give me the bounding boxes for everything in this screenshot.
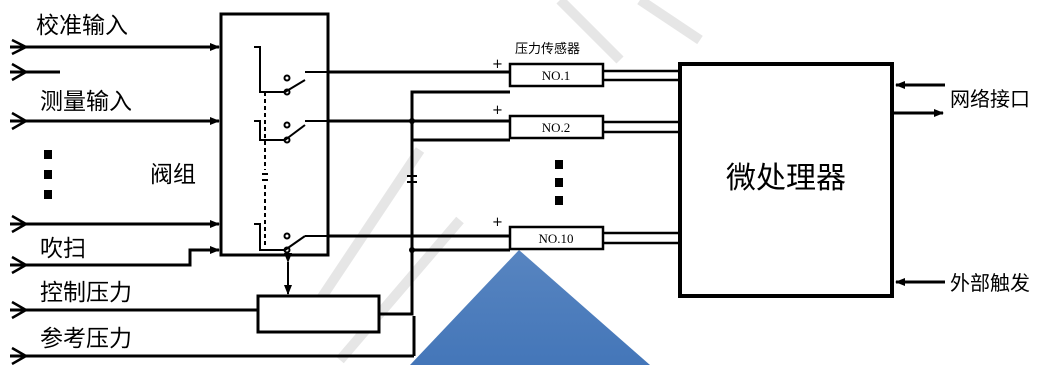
sensor-1-label: NO.1 <box>542 68 571 83</box>
network-arrows <box>892 81 945 117</box>
reference-pressure-label: 参考压力 <box>40 326 132 352</box>
sensor-1-plus: + <box>492 57 503 72</box>
sensor-1-minus: — <box>488 85 501 100</box>
sensor-10: NO.10 + — <box>488 215 605 258</box>
measurement-input-label: 测量输入 <box>40 89 132 115</box>
pressure-controller-box <box>256 294 381 334</box>
sensor-feed-lines <box>328 70 510 356</box>
sensor-1: NO.1 + — <box>488 57 605 100</box>
reference-junctions <box>409 118 415 253</box>
network-interface-label: 网络接口 <box>950 87 1030 111</box>
sensor-2-label: NO.2 <box>542 120 571 135</box>
input-lines <box>10 43 414 358</box>
control-pressure-label: 控制压力 <box>40 280 132 306</box>
reference-break <box>407 175 417 183</box>
watermark-triangle <box>410 250 650 365</box>
valve-group-label: 阀组 <box>150 162 196 188</box>
sensor-2-minus: — <box>488 132 501 147</box>
sensor-10-label: NO.10 <box>538 231 573 246</box>
sensor-bus-lines <box>603 69 680 245</box>
sensor-title: 压力传感器 <box>515 41 580 57</box>
left-ellipsis <box>44 150 52 199</box>
purge-label: 吹扫 <box>40 236 86 262</box>
processor-box <box>678 62 894 298</box>
external-trigger-label: 外部触发 <box>950 271 1030 295</box>
sensor-ellipsis <box>555 160 563 205</box>
valve-group-box <box>219 12 330 257</box>
processor-label: 微处理器 <box>726 161 846 196</box>
valve-switches <box>254 46 328 254</box>
input-chevrons <box>11 38 29 365</box>
calibration-input-label: 校准输入 <box>36 13 128 39</box>
sensor-2: NO.2 + — <box>488 103 605 147</box>
sensor-10-minus: — <box>488 243 501 258</box>
sensor-2-plus: + <box>492 103 503 118</box>
sensor-10-plus: + <box>492 215 503 230</box>
